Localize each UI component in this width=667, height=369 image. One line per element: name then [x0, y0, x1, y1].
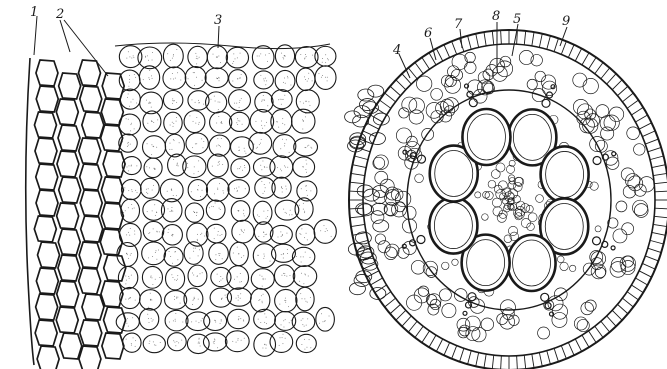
callout-3: 3 — [214, 13, 222, 48]
callout-label-4: 4 — [392, 43, 401, 58]
callout-7: 7 — [454, 17, 463, 48]
root-cross-section-drawing — [345, 30, 667, 369]
callout-label-6: 6 — [424, 26, 432, 41]
callout-label-3: 3 — [214, 13, 222, 28]
left-cell-drawing — [26, 43, 336, 369]
callout-4: 4 — [392, 43, 410, 78]
callout-label-9: 9 — [562, 14, 570, 29]
callout-5: 5 — [512, 12, 521, 56]
callout-label-8: 8 — [492, 9, 500, 24]
callout-label-5: 5 — [513, 12, 521, 27]
callout-label-2: 2 — [55, 7, 64, 22]
callout-1: 1 — [30, 5, 38, 55]
callout-label-1: 1 — [30, 5, 38, 20]
left-panel-epidermis-and-cortex: 1 2 3 — [26, 5, 336, 369]
callout-label-7: 7 — [454, 17, 463, 32]
right-panel-root-cross-section: 4 6 7 8 5 9 — [345, 9, 667, 369]
